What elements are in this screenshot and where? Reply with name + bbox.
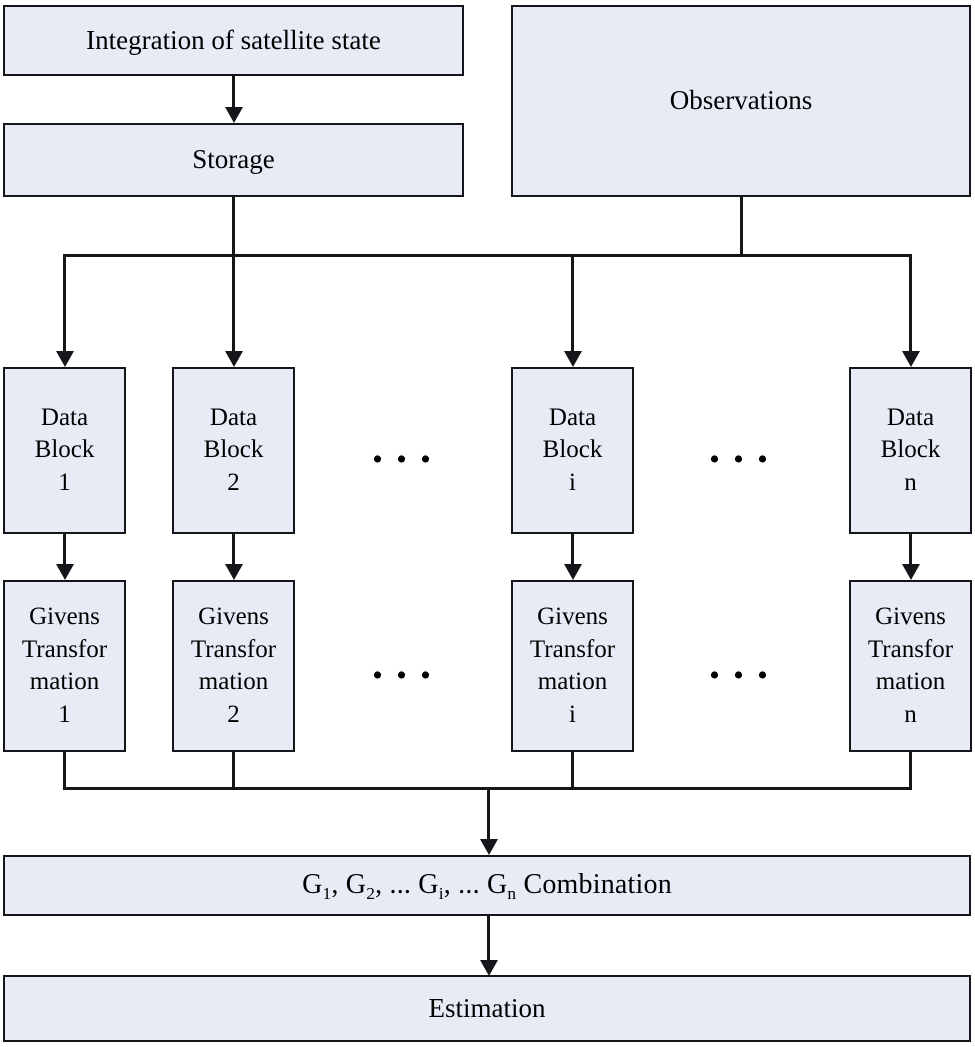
node-observations[interactable]: Observations [511,5,971,197]
combination-sub-1: 1 [322,883,332,903]
node-data-block-2[interactable]: Data Block 2 [172,367,295,534]
node-combination-label: G1, G2, ... Gi, ... Gn Combination [5,867,969,903]
connector-storage-to-bus [232,197,235,257]
connector-dbn-to-gtn [909,534,912,564]
ellipsis-data-blocks-right: • • • [709,443,771,476]
arrowhead-estimation [479,960,498,976]
connector-db2-to-gt2 [232,534,235,564]
connector-gti-to-merge-bus [571,752,574,790]
node-estimation-label: Estimation [428,992,546,1023]
combination-sep-1: , G [331,869,367,901]
node-givens-1-label: Givens Transfor mation 1 [21,603,108,728]
combination-sub-n: n [507,883,517,903]
node-givens-transformation-n[interactable]: Givens Transfor mation n [849,580,972,752]
arrowhead-gt-1 [55,564,74,580]
node-data-block-i-label: Data Block i [542,403,603,496]
connector-observations-to-bus [740,197,743,257]
node-givens-n-label: Givens Transfor mation n [867,603,954,728]
arrowhead-data-block-i [563,351,582,367]
connector-bus-to-data-block-2 [232,254,235,351]
arrowhead-data-block-2 [224,351,243,367]
node-integration-label: Integration of satellite state [86,24,381,55]
connector-combination-to-estimation [487,916,490,960]
node-data-block-1-label: Data Block 1 [34,403,95,496]
connector-gt1-to-merge-bus [63,752,66,790]
arrowhead-gt-n [901,564,920,580]
node-data-block-1[interactable]: Data Block 1 [3,367,126,534]
ellipsis-data-blocks-left: • • • [372,443,434,476]
combination-g1: G [302,869,323,901]
connector-db1-to-gt1 [63,534,66,564]
node-givens-transformation-2[interactable]: Givens Transfor mation 2 [172,580,295,752]
connector-dbi-to-gti [571,534,574,564]
arrowhead-data-block-1 [55,351,74,367]
arrowhead-data-block-n [901,351,920,367]
node-g-combination[interactable]: G1, G2, ... Gi, ... Gn Combination [3,855,971,916]
node-storage[interactable]: Storage [3,123,464,197]
node-givens-i-label: Givens Transfor mation i [529,603,616,728]
node-observations-label: Observations [669,85,813,116]
node-data-block-n[interactable]: Data Block n [849,367,972,534]
combination-sep-2: , ... G [375,869,439,901]
connector-gtn-to-merge-bus [909,752,912,790]
node-givens-transformation-i[interactable]: Givens Transfor mation i [511,580,634,752]
combination-sep-3: , ... G [443,869,508,901]
node-givens-transformation-1[interactable]: Givens Transfor mation 1 [3,580,126,752]
connector-bus-to-data-block-i [571,254,574,351]
connector-merge-to-combination [487,787,490,839]
combination-suffix: Combination [516,869,672,901]
node-givens-2-label: Givens Transfor mation 2 [190,603,277,728]
node-data-block-i[interactable]: Data Block i [511,367,634,534]
node-data-block-n-label: Data Block n [880,403,941,496]
arrowhead-combination [479,839,498,855]
node-data-block-2-label: Data Block 2 [203,403,264,496]
arrowhead-gt-2 [224,564,243,580]
ellipsis-givens-left: • • • [372,659,434,692]
node-integration-of-satellite-state[interactable]: Integration of satellite state [3,5,464,76]
connector-bus-to-data-block-1 [63,254,66,351]
ellipsis-givens-right: • • • [709,659,771,692]
connector-integration-to-storage [232,76,235,107]
combination-sub-i: i [438,883,444,903]
connector-top-distribution-bus [64,254,912,257]
node-storage-label: Storage [192,144,275,175]
node-estimation[interactable]: Estimation [3,975,971,1042]
arrowhead-gt-i [563,564,582,580]
connector-bus-to-data-block-n [909,254,912,351]
arrowhead-integration-to-storage [224,107,243,123]
connector-gt2-to-merge-bus [232,752,235,790]
combination-sub-2: 2 [366,883,376,903]
